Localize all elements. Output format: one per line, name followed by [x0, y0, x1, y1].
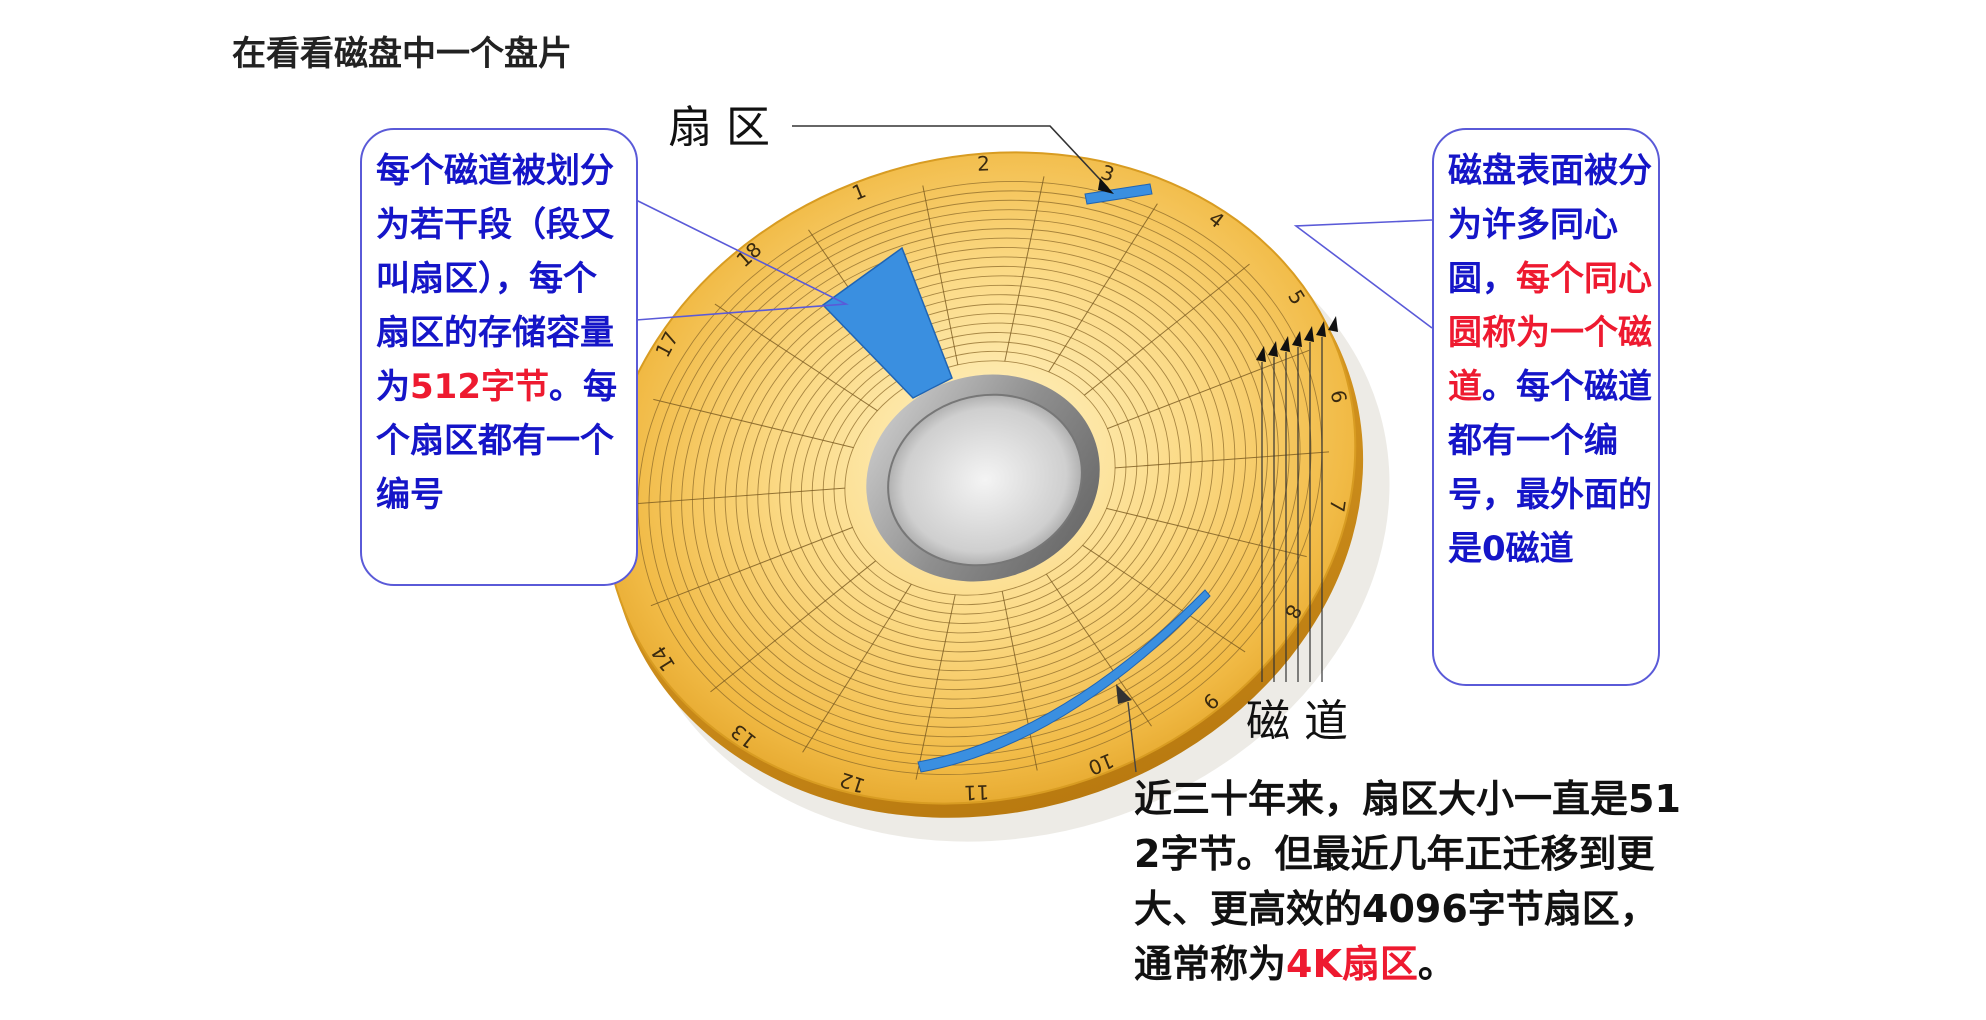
sector-divider	[1004, 176, 1045, 362]
highlighted-track-bottom	[917, 589, 1211, 773]
sector-callout-text-2: 。每个扇区都有一个编号	[376, 367, 617, 515]
note-text-1: 近三十年来，扇区大小一直是512字节。但最近几年正迁移到更大、更高效的4096字…	[1134, 777, 1681, 986]
sector-divider	[1106, 507, 1307, 558]
sector-label: 扇 区	[668, 102, 770, 153]
track-ring	[702, 237, 1258, 719]
sector-number-2: 2	[977, 151, 991, 175]
right-callout-connector	[1293, 219, 1433, 329]
sector-divider	[922, 185, 959, 365]
track-ring	[670, 209, 1290, 747]
track-ring	[648, 190, 1312, 766]
track-leader-lines	[1261, 337, 1323, 682]
track-label: 磁 道	[1246, 696, 1348, 747]
highlighted-sector	[821, 246, 953, 399]
note-text-2: 。	[1417, 942, 1456, 986]
sector-divider	[915, 594, 956, 780]
sector-leader-line	[792, 125, 1109, 189]
track-ring	[779, 303, 1181, 653]
sector-divider	[1115, 451, 1330, 469]
track-ring	[800, 322, 1160, 634]
sector-callout-text-1: 每个磁道被划分为若干段（段又叫扇区），每个扇区的存储容量为	[376, 151, 614, 407]
sector-divider	[710, 560, 877, 693]
sector-callout-highlight: 512字节	[410, 367, 549, 407]
sector-explanation-callout: 每个磁道被划分为若干段（段又叫扇区），每个扇区的存储容量为512字节。每个扇区都…	[360, 128, 638, 586]
track-callout-highlight: 每个同心圆称为一个磁道	[1448, 259, 1652, 407]
sector-divider	[653, 398, 854, 449]
sector-divider	[1048, 203, 1158, 373]
left-callout-connector	[635, 199, 849, 321]
track-ring	[768, 294, 1192, 662]
sector-divider	[1045, 573, 1152, 727]
track-ring	[637, 180, 1323, 776]
page-title: 在看看磁盘中一个盘片	[232, 34, 572, 74]
sector-size-note: 近三十年来，扇区大小一直是512字节。但最近几年正迁移到更大、更高效的4096字…	[1134, 772, 1694, 992]
sector-divider	[1001, 591, 1038, 771]
track-ring	[746, 275, 1214, 681]
track-ring	[713, 247, 1247, 709]
track-arrowheads	[1256, 316, 1338, 362]
note-highlight: 4K扇区	[1286, 942, 1418, 986]
sector-number-7: 7	[1325, 498, 1351, 514]
sector-divider	[650, 526, 853, 607]
track-ring	[724, 256, 1236, 700]
sector-number-11: 11	[963, 780, 989, 805]
disk-hub-hole	[887, 393, 1083, 567]
track-ring	[790, 313, 1170, 643]
track-ring	[659, 199, 1301, 757]
sector-divider	[1082, 544, 1246, 653]
sector-divider	[714, 303, 878, 412]
sector-divider	[1083, 263, 1250, 396]
track-callout-text-1: 磁盘表面被分为许多同心圆，	[1448, 151, 1652, 299]
track-ring	[735, 265, 1225, 691]
sector-lines	[630, 176, 1330, 780]
sector-divider	[1107, 349, 1310, 430]
track-ring	[757, 284, 1203, 672]
highlighted-track-top	[1084, 183, 1153, 205]
sector-leader-arrow	[1098, 178, 1114, 194]
track-explanation-callout: 磁盘表面被分为许多同心圆，每个同心圆称为一个磁道。每个磁道都有一个编号，最外面的…	[1432, 128, 1660, 686]
sector-number-6: 6	[1326, 388, 1352, 405]
track-callout-text-2: 。每个磁道都有一个编号，最外面的是0磁道	[1448, 367, 1652, 569]
sector-divider	[802, 583, 912, 753]
note-pointer-line	[1127, 701, 1137, 773]
sector-divider	[630, 487, 845, 505]
note-pointer-arrow	[1116, 684, 1132, 704]
